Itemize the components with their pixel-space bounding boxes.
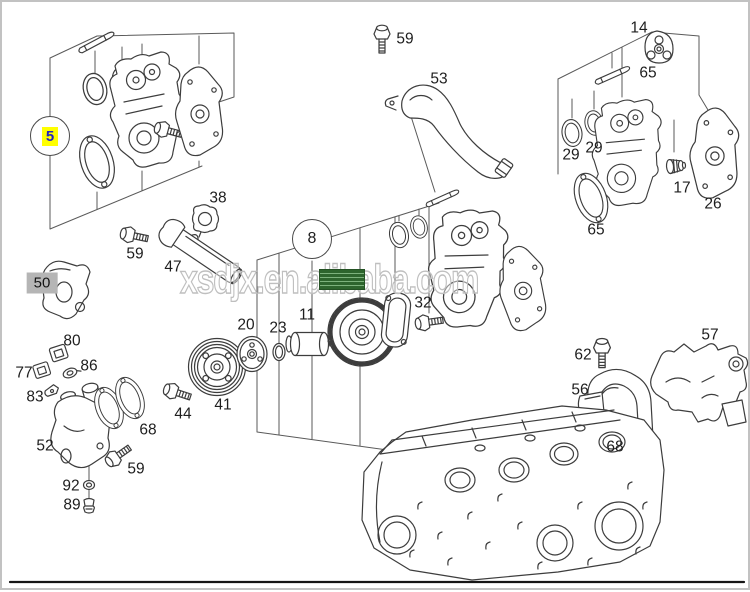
- stud-pin-65: [593, 64, 632, 86]
- bolt-32: [413, 311, 445, 333]
- fitting-83: [44, 384, 59, 397]
- part-label-20: 20: [237, 316, 255, 334]
- plug-89: [83, 497, 95, 514]
- plug-17: [665, 158, 687, 175]
- grooved-pulley-41: [187, 337, 247, 397]
- part-label-59-top: 59: [396, 30, 414, 48]
- snap-ring-23: [272, 342, 286, 362]
- part-label-29-left: 29: [562, 146, 580, 164]
- part-label-47: 47: [164, 258, 182, 276]
- part-label-59-left: 59: [126, 245, 144, 263]
- part-label-11: 11: [298, 306, 316, 324]
- part-label-41: 41: [214, 396, 232, 414]
- part-label-32: 32: [414, 294, 432, 312]
- part-label-59-lower: 59: [127, 460, 145, 478]
- part-label-62: 62: [574, 346, 592, 364]
- part-label-65-top: 65: [639, 64, 657, 82]
- bolt-62: [592, 337, 612, 369]
- group-14-assembly: [559, 30, 741, 228]
- part-label-65-bottom: 65: [587, 221, 605, 239]
- part-label-23: 23: [269, 319, 287, 337]
- stud-pin-8: [424, 188, 461, 209]
- gasket-5: [72, 130, 122, 194]
- part-label-38: 38: [209, 189, 227, 207]
- leader-lines-group-5: [49, 32, 235, 230]
- part-label-68-right: 68: [606, 438, 624, 456]
- bolt-44: [160, 380, 194, 406]
- water-pipe-47: [158, 218, 243, 285]
- water-pump-8: [496, 244, 548, 333]
- engine-block: [361, 405, 665, 581]
- timing-cover-5: [109, 51, 183, 168]
- part-label-57: 57: [701, 326, 719, 344]
- part-label-52: 52: [36, 437, 54, 455]
- callout-8-number: 8: [307, 230, 317, 247]
- part-label-68-left: 68: [139, 421, 157, 439]
- fitting-86: [62, 367, 82, 379]
- callout-5-highlight: 5: [41, 126, 59, 146]
- watermark-stamp: [319, 269, 365, 290]
- bracket-57: [650, 343, 749, 427]
- bolt-59-left: [118, 224, 150, 248]
- o-ring-8a: [386, 220, 412, 250]
- o-ring-29a: [559, 117, 585, 149]
- flange-pulley-20: [236, 335, 268, 373]
- part-label-80: 80: [63, 332, 81, 350]
- clip-80: [48, 343, 69, 363]
- flange-14: [644, 30, 674, 64]
- water-pump-26: [687, 106, 741, 201]
- part-label-89: 89: [63, 496, 81, 514]
- group-52-assembly: [32, 343, 151, 514]
- part-label-56: 56: [571, 381, 589, 399]
- part-label-14: 14: [630, 19, 648, 37]
- coolant-pipe-53: [384, 84, 514, 179]
- part-label-50-boxed: 50: [26, 272, 58, 294]
- part-label-17: 17: [673, 179, 691, 197]
- gasket-32: [380, 292, 412, 348]
- part-label-29-right: 29: [585, 139, 603, 157]
- callout-5-number: 5: [45, 127, 55, 145]
- part-label-86: 86: [80, 357, 98, 375]
- thermostat-38: [191, 204, 220, 238]
- bolt-59-top: [373, 24, 391, 54]
- part-label-44: 44: [174, 405, 192, 423]
- part-label-77: 77: [15, 364, 33, 382]
- callout-5: 5: [30, 116, 70, 156]
- group-5-assembly: [72, 30, 224, 194]
- part-label-26: 26: [704, 195, 722, 213]
- callout-8: 8: [292, 219, 332, 259]
- part-label-83: 83: [26, 388, 44, 406]
- grommet-92: [82, 479, 96, 491]
- o-ring-8b: [408, 213, 430, 241]
- part-label-53: 53: [430, 70, 448, 88]
- clip-77: [32, 361, 52, 379]
- part-label-92: 92: [62, 477, 80, 495]
- o-ring-5a: [79, 70, 111, 108]
- water-pump-5: [174, 66, 224, 157]
